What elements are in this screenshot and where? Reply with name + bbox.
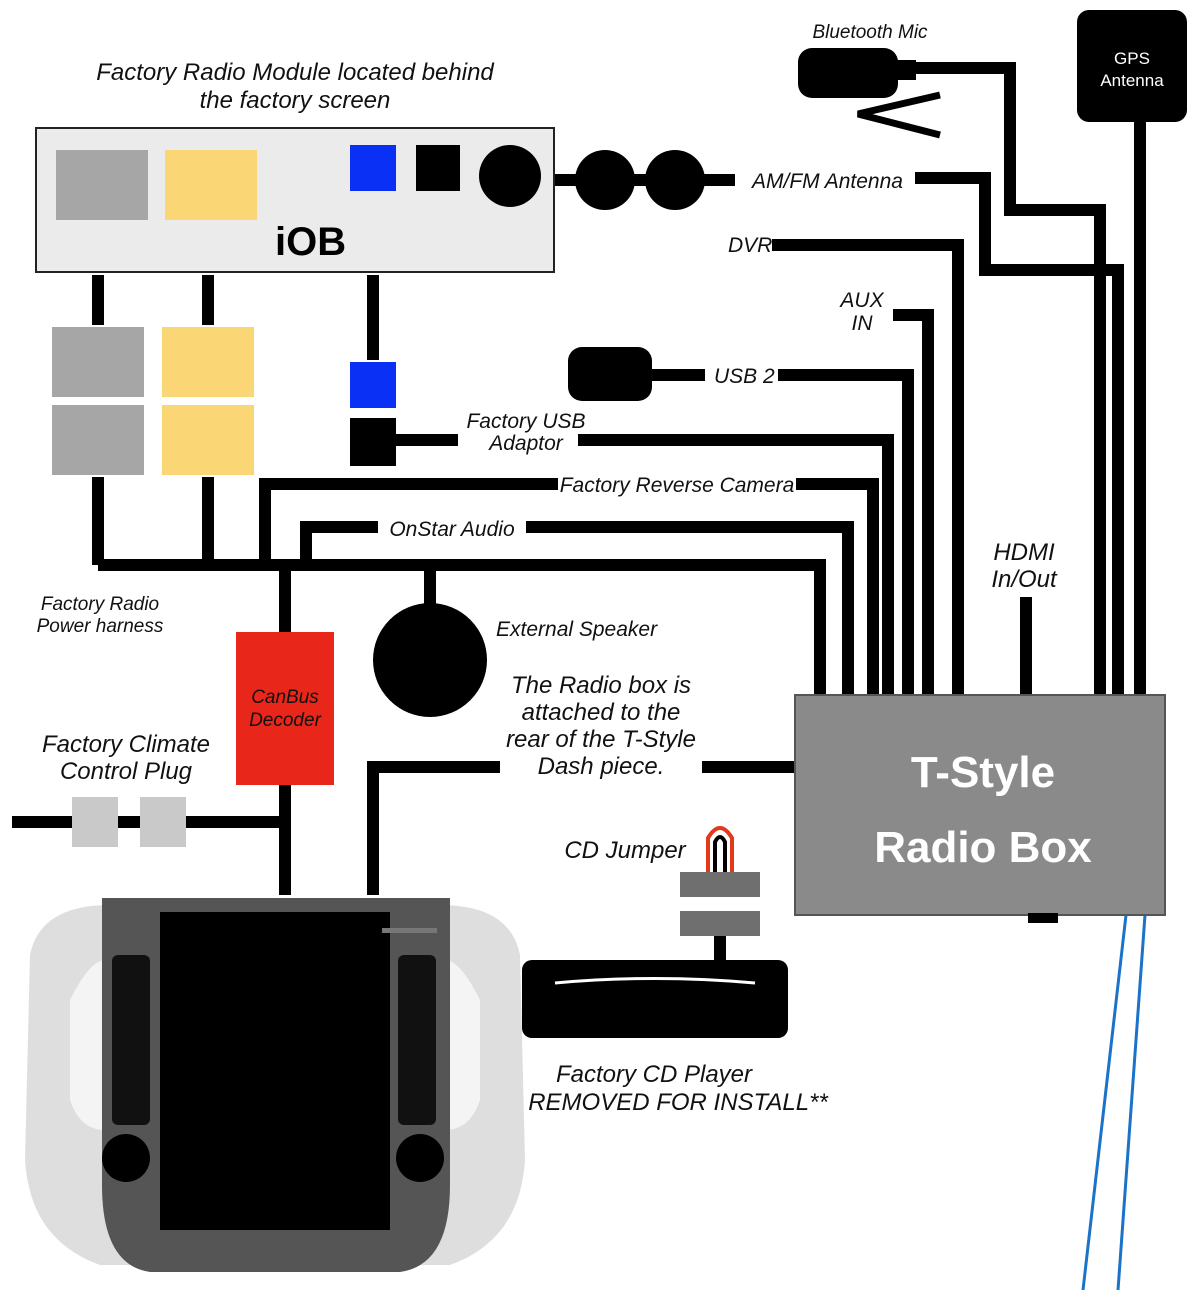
factory-usb-plug — [350, 362, 396, 466]
onstar-label: OnStar Audio — [389, 518, 515, 541]
usb2-label: USB 2 — [714, 365, 775, 388]
hdmi-label-2: In/Out — [991, 566, 1058, 593]
svg-text:Decoder: Decoder — [249, 710, 321, 731]
am-fm-label: AM/FM Antenna — [750, 170, 903, 193]
iob-module-caption-2: the factory screen — [200, 87, 391, 114]
aux-label-1: AUX — [838, 289, 884, 312]
cd-jumper-icon — [680, 826, 760, 936]
radiobox-note-2: attached to the — [522, 699, 681, 726]
cd-player-label-1: Factory CD Player — [556, 1061, 753, 1088]
climate-label-2: Control Plug — [60, 758, 193, 785]
speaker-label: External Speaker — [496, 618, 658, 641]
cd-player-icon — [522, 960, 788, 1038]
cd-player-label-2: **IS REMOVED FOR INSTALL** — [480, 1089, 828, 1116]
canbus-decoder: CanBus Decoder — [236, 632, 334, 785]
usb2-connector-icon — [568, 347, 652, 401]
svg-text:Radio Box: Radio Box — [874, 823, 1092, 872]
svg-text:Antenna: Antenna — [1100, 71, 1164, 90]
iob-module: iOB — [35, 127, 555, 273]
external-speaker-icon — [373, 603, 487, 717]
iob-antenna-port — [479, 145, 541, 207]
radio-box-blue-wires — [1081, 914, 1147, 1290]
svg-text:T-Style: T-Style — [911, 748, 1055, 797]
dash-screen-icon — [25, 898, 525, 1272]
factory-usb-label-1: Factory USB — [466, 410, 585, 433]
am-fm-connector-icon — [575, 150, 705, 210]
reverse-camera-label: Factory Reverse Camera — [560, 474, 795, 497]
iob-yellow-port — [165, 150, 257, 220]
t-style-radio-box: T-Style Radio Box — [794, 694, 1166, 923]
power-harness-plugs — [52, 327, 254, 475]
wires — [12, 62, 1146, 960]
gps-antenna-icon: GPS Antenna — [1077, 10, 1187, 122]
iob-module-caption-1: Factory Radio Module located behind — [96, 59, 494, 86]
svg-text:GPS: GPS — [1114, 49, 1150, 68]
radiobox-note-1: The Radio box is — [511, 672, 691, 699]
cd-jumper-label: CD Jumper — [564, 837, 686, 864]
radiobox-note-4: Dash piece. — [538, 753, 665, 780]
iob-label: iOB — [275, 220, 346, 264]
aux-label-2: IN — [852, 312, 874, 335]
climate-control-plug — [72, 797, 186, 847]
iob-black-port — [416, 145, 460, 191]
bluetooth-mic-label: Bluetooth Mic — [812, 22, 928, 43]
dvr-label: DVR — [728, 234, 772, 257]
svg-text:CanBus: CanBus — [251, 687, 319, 708]
radiobox-note-3: rear of the T-Style — [506, 726, 696, 753]
power-harness-label-1: Factory Radio — [41, 594, 159, 615]
bluetooth-mic-icon — [798, 48, 941, 139]
factory-usb-label-2: Adaptor — [487, 432, 564, 455]
hdmi-label-1: HDMI — [993, 539, 1055, 566]
power-harness-label-2: Power harness — [37, 616, 164, 637]
iob-gray-port — [56, 150, 148, 220]
iob-blue-port — [350, 145, 396, 191]
climate-label-1: Factory Climate — [42, 731, 210, 758]
